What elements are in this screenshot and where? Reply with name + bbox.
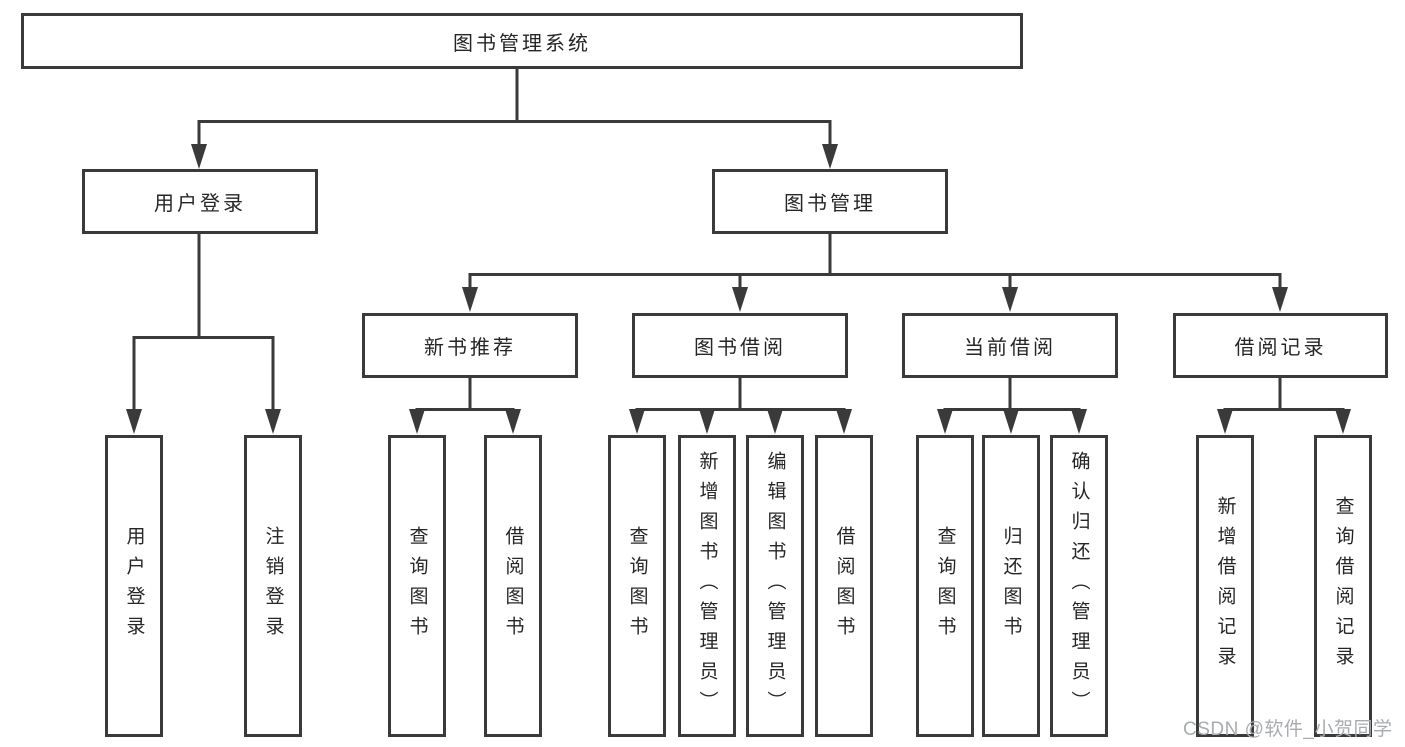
- arrowhead-icon: [505, 409, 521, 434]
- node-label: 新增图书（管理员）: [696, 451, 718, 721]
- node-book-management: 图书管理: [712, 169, 948, 234]
- node-label: 当前借阅: [964, 337, 1056, 359]
- arrowhead-icon: [1272, 287, 1288, 312]
- connector-new-book-to-leaves: [415, 378, 515, 414]
- leaf-add-books-admin: 新增图书（管理员）: [678, 435, 736, 737]
- leaf-add-borrow-record: 新增借阅记录: [1196, 435, 1254, 737]
- node-label: 图书借阅: [694, 337, 786, 359]
- node-label: 新书推荐: [424, 337, 516, 359]
- arrowhead-icon: [1217, 409, 1233, 434]
- node-borrowing-records: 借阅记录: [1173, 313, 1388, 378]
- node-user-login: 用户登录: [82, 169, 318, 234]
- node-label: 确认归还（管理员）: [1068, 451, 1090, 721]
- node-label: 图书管理: [784, 193, 876, 215]
- node-label: 注销登录: [262, 526, 284, 646]
- leaf-user-login: 用户登录: [105, 435, 163, 737]
- node-label: 新增借阅记录: [1214, 496, 1236, 676]
- node-label: 借阅图书: [502, 526, 524, 646]
- connector-current-borrowing-to-leaves: [943, 378, 1081, 414]
- node-label: 借阅记录: [1234, 337, 1327, 359]
- arrowhead-icon: [836, 409, 852, 434]
- arrowhead-icon: [191, 144, 207, 169]
- arrowhead-icon: [1002, 287, 1018, 312]
- leaf-edit-books-admin: 编辑图书（管理员）: [746, 435, 804, 737]
- leaf-confirm-return-admin: 确认归还（管理员）: [1050, 435, 1108, 737]
- node-label: 图书管理系统: [453, 32, 591, 55]
- node-book-borrowing: 图书借阅: [632, 313, 848, 378]
- node-label: 借阅图书: [833, 526, 855, 646]
- arrowhead-icon: [1335, 409, 1351, 434]
- node-library-management-system: 图书管理系统: [21, 13, 1023, 69]
- arrowhead-icon: [732, 287, 748, 312]
- connector-root-to-level2: [197, 68, 832, 148]
- node-label: 查询图书: [626, 526, 648, 646]
- arrowhead-icon: [822, 144, 838, 169]
- arrowhead-icon: [265, 409, 281, 434]
- arrowhead-icon: [1071, 409, 1087, 434]
- node-label: 归还图书: [1000, 526, 1022, 646]
- csdn-watermark: CSDN @软件_小贺同学: [1183, 719, 1393, 740]
- leaf-return-books: 归还图书: [982, 435, 1040, 737]
- node-label: 用户登录: [154, 193, 246, 215]
- arrowhead-icon: [462, 287, 478, 312]
- arrowhead-icon: [629, 409, 645, 434]
- arrowhead-icon: [1003, 409, 1019, 434]
- connector-user-login-to-leaves: [132, 234, 275, 412]
- connector-borrowing-records-to-leaves: [1223, 378, 1345, 414]
- leaf-borrow-books: 借阅图书: [815, 435, 873, 737]
- node-new-book-recommendation: 新书推荐: [362, 313, 578, 378]
- leaf-query-borrow-record: 查询借阅记录: [1314, 435, 1372, 737]
- connector-book-management-to-level3: [468, 234, 1282, 291]
- node-current-borrowing: 当前借阅: [902, 313, 1118, 378]
- arrowhead-icon: [699, 409, 715, 434]
- connector-book-borrowing-to-leaves: [635, 378, 846, 414]
- node-label: 查询图书: [406, 526, 428, 646]
- leaf-logout: 注销登录: [244, 435, 302, 737]
- arrowheads: [126, 144, 1351, 434]
- leaf-query-books: 查询图书: [388, 435, 446, 737]
- arrowhead-icon: [409, 409, 425, 434]
- leaf-query-books: 查询图书: [608, 435, 666, 737]
- arrowhead-icon: [126, 409, 142, 434]
- node-label: 查询借阅记录: [1332, 496, 1354, 676]
- arrowhead-icon: [937, 409, 953, 434]
- node-label: 查询图书: [934, 526, 956, 646]
- arrowhead-icon: [767, 409, 783, 434]
- leaf-borrow-books: 借阅图书: [484, 435, 542, 737]
- leaf-query-books: 查询图书: [916, 435, 974, 737]
- node-label: 用户登录: [123, 526, 145, 646]
- node-label: 编辑图书（管理员）: [764, 451, 786, 721]
